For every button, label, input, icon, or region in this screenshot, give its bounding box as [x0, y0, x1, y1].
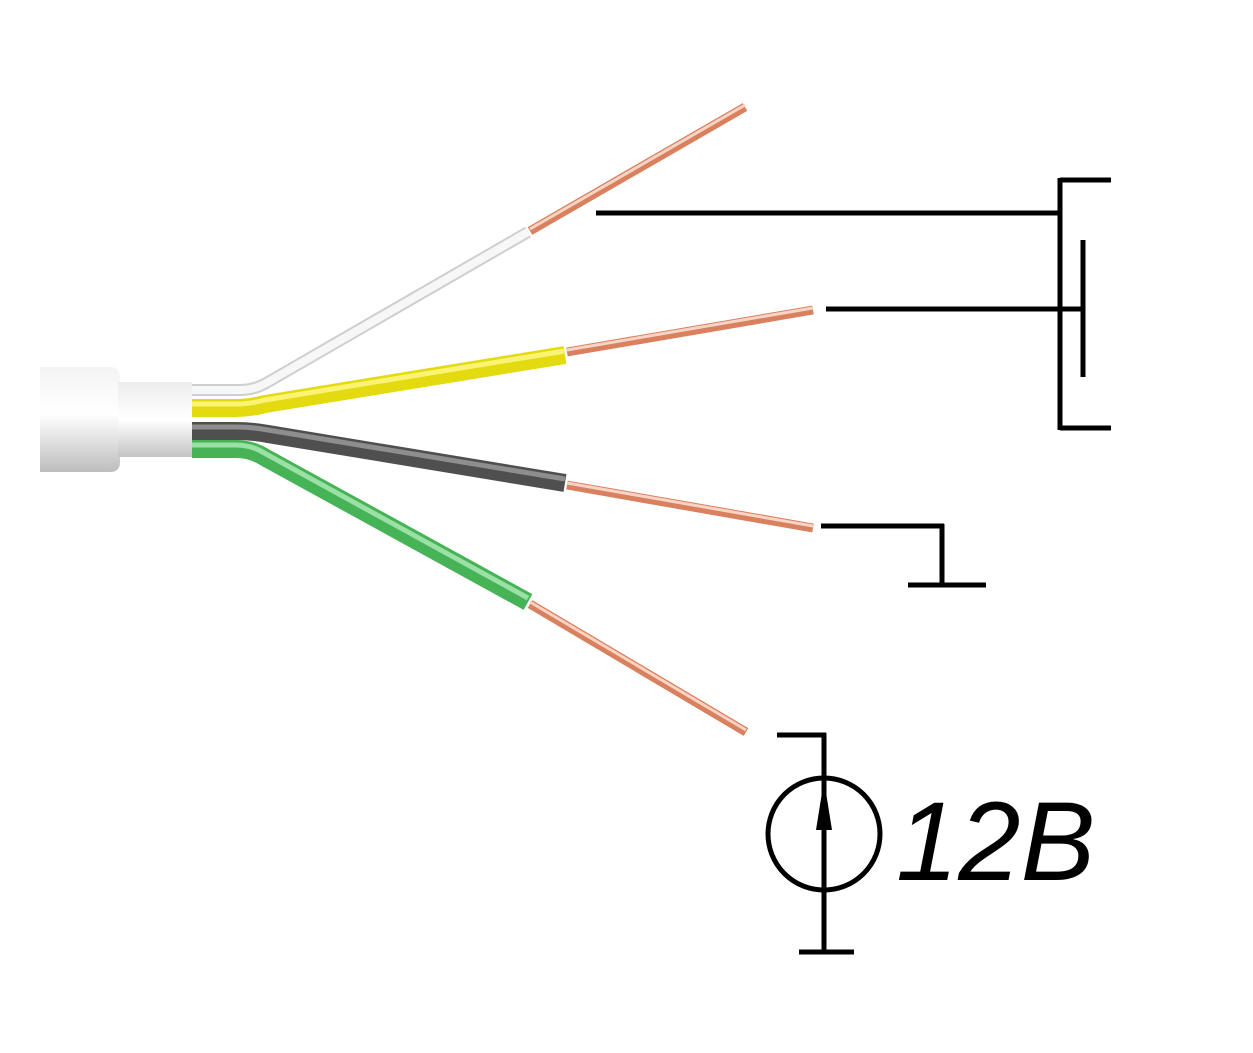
- copper-conductors: [527, 103, 814, 736]
- yellow-wire: [192, 346, 567, 417]
- voltage-label: 12B: [896, 779, 1095, 904]
- wire-bundle: [192, 226, 567, 610]
- green-wire: [192, 440, 533, 610]
- copper-white: [527, 103, 748, 235]
- copper-gray: [566, 480, 814, 533]
- cable-jacket: [40, 367, 192, 472]
- gray-wire: [192, 422, 567, 492]
- copper-green: [527, 600, 749, 736]
- mosfet-icon: [596, 177, 1111, 431]
- copper-yellow: [566, 305, 814, 357]
- ground-icon: [821, 523, 986, 588]
- voltage-source-icon: [765, 732, 883, 955]
